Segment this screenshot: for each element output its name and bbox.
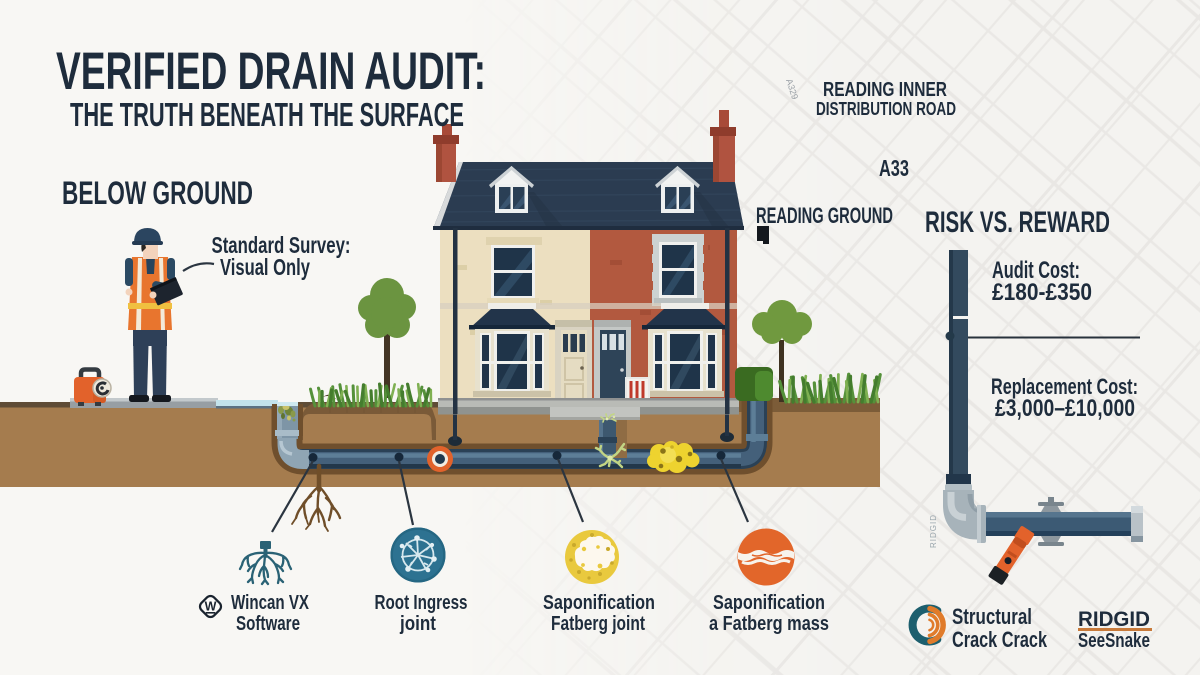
svg-text:READING GROUND: READING GROUND: [756, 203, 893, 228]
svg-text:Standard Survey:: Standard Survey:: [212, 232, 351, 258]
svg-text:THE TRUTH BENEATH THE SURFACE: THE TRUTH BENEATH THE SURFACE: [70, 96, 464, 133]
svg-text:VERIFIED DRAIN AUDIT:: VERIFIED DRAIN AUDIT:: [56, 42, 486, 101]
svg-text:joint: joint: [399, 613, 436, 635]
svg-text:Software: Software: [236, 613, 300, 635]
svg-text:Visual Only: Visual Only: [220, 254, 310, 280]
svg-text:SeeSnake: SeeSnake: [1078, 630, 1150, 652]
svg-text:Structural: Structural: [952, 604, 1032, 629]
svg-text:RIDGID: RIDGID: [929, 514, 938, 548]
svg-text:Saponification: Saponification: [713, 592, 825, 614]
svg-text:a Fatberg mass: a Fatberg mass: [709, 613, 829, 635]
svg-text:RISK VS. REWARD: RISK VS. REWARD: [925, 206, 1110, 239]
svg-text:Crack Crack: Crack Crack: [952, 627, 1048, 652]
svg-text:Saponification: Saponification: [543, 592, 655, 614]
svg-text:W: W: [205, 600, 217, 614]
svg-text:£3,000–£10,000: £3,000–£10,000: [995, 395, 1135, 422]
svg-text:A33: A33: [879, 155, 909, 181]
svg-text:BELOW GROUND: BELOW GROUND: [62, 175, 253, 211]
svg-text:£180-£350: £180-£350: [992, 279, 1092, 306]
svg-text:READING INNER: READING INNER: [823, 79, 947, 101]
svg-text:Fatberg joint: Fatberg joint: [551, 613, 645, 635]
svg-text:Audit Cost:: Audit Cost:: [992, 257, 1080, 284]
svg-text:Root Ingress: Root Ingress: [375, 592, 468, 614]
svg-text:DISTRIBUTION ROAD: DISTRIBUTION ROAD: [816, 99, 956, 119]
svg-text:Wincan VX: Wincan VX: [231, 592, 309, 614]
svg-text:RIDGID: RIDGID: [1078, 608, 1150, 631]
svg-text:Replacement Cost:: Replacement Cost:: [991, 374, 1138, 399]
